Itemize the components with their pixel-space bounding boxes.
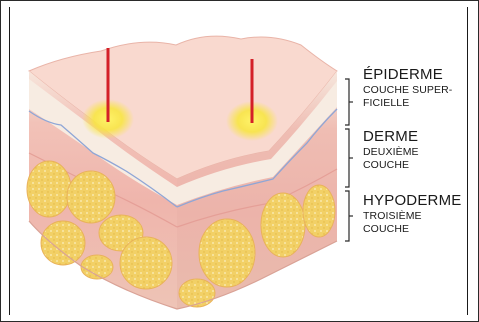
layer-description: COUCHE SUPER- xyxy=(363,85,452,96)
label-hypoderme: HYPODERME TROISIÈME COUCHE xyxy=(363,193,461,235)
layer-name: DERME xyxy=(363,129,419,145)
layer-name: ÉPIDERME xyxy=(363,67,452,83)
fat-lobule xyxy=(179,279,215,307)
layer-description: FICIELLE xyxy=(363,98,452,109)
layer-name: HYPODERME xyxy=(363,193,461,209)
layer-description: COUCHE xyxy=(363,160,419,171)
fat-lobule xyxy=(261,193,305,257)
bracket-epiderme xyxy=(345,79,353,125)
layer-description: DEUXIÈME xyxy=(363,147,419,158)
fat-lobule xyxy=(120,237,172,289)
label-derme: DERME DEUXIÈME COUCHE xyxy=(363,129,419,171)
layer-description: COUCHE xyxy=(363,224,461,235)
needle-icon xyxy=(107,48,110,122)
fat-lobule xyxy=(41,221,85,265)
bracket-derme xyxy=(345,129,353,187)
bracket-hypoderme xyxy=(345,191,353,241)
label-epiderme: ÉPIDERME COUCHE SUPER- FICIELLE xyxy=(363,67,452,109)
fat-lobule xyxy=(303,185,335,237)
fat-lobule xyxy=(199,219,255,287)
fat-lobule xyxy=(67,171,115,223)
fat-lobule xyxy=(27,161,71,217)
layer-description: TROISIÈME xyxy=(363,211,461,222)
needle-icon xyxy=(251,59,254,123)
